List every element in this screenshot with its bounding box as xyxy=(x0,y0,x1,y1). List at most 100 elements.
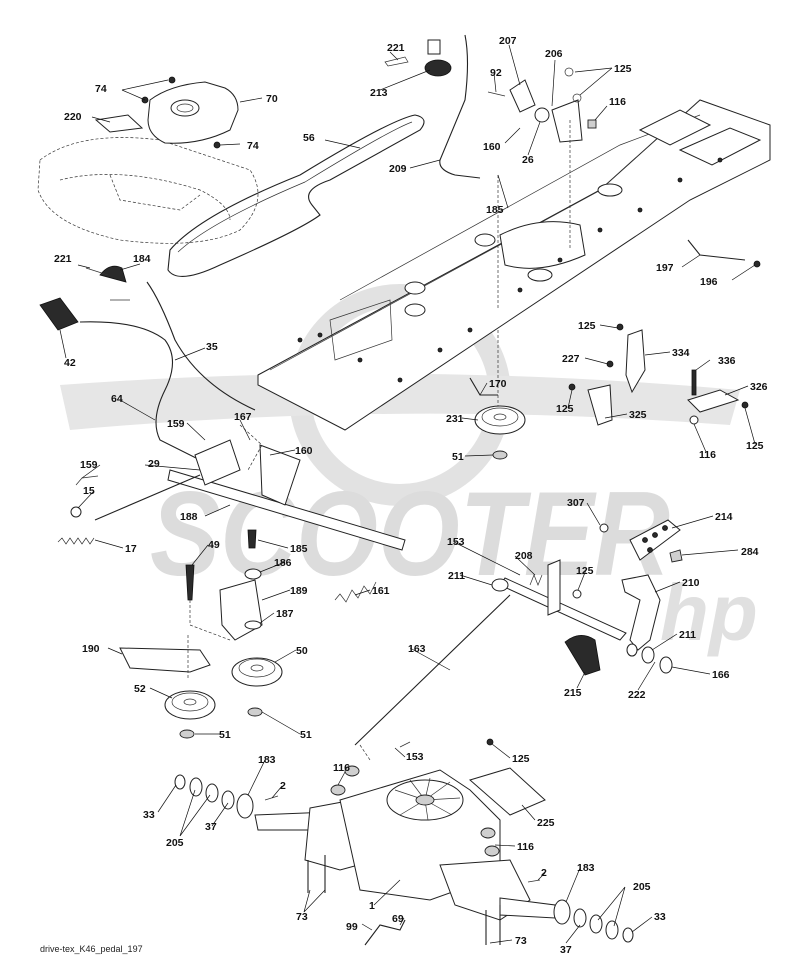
part-label-186: 186 xyxy=(274,557,292,569)
shaft-188 xyxy=(167,424,406,551)
part-label-73-b: 73 xyxy=(515,935,527,947)
part-label-99: 99 xyxy=(346,921,358,933)
part-label-51-a: 51 xyxy=(219,729,231,741)
part-label-52: 52 xyxy=(134,683,146,695)
pulley-231 xyxy=(469,377,526,460)
drawing-id-caption: drive-tex_K46_pedal_197 xyxy=(40,944,143,954)
part-label-159-a: 159 xyxy=(167,418,185,430)
leader-lines xyxy=(59,44,756,944)
part-label-190: 190 xyxy=(82,643,100,655)
lever-64 xyxy=(39,265,201,461)
part-label-185-mid: 185 xyxy=(290,543,308,555)
part-label-207: 207 xyxy=(499,35,517,47)
part-label-50: 50 xyxy=(296,645,308,657)
part-label-196: 196 xyxy=(700,276,718,288)
bracket-325 xyxy=(568,383,613,426)
part-label-211-a: 211 xyxy=(448,570,465,582)
part-label-153-low: 153 xyxy=(406,751,424,763)
part-label-221-top: 221 xyxy=(387,42,405,54)
part-label-51-b: 51 xyxy=(300,729,312,741)
part-label-227: 227 xyxy=(562,353,580,365)
cable-35 xyxy=(146,281,256,411)
part-label-125-top: 125 xyxy=(614,63,632,75)
part-label-187: 187 xyxy=(276,608,294,620)
bracket-334 xyxy=(606,323,646,394)
knob-213 xyxy=(384,39,452,77)
part-label-222: 222 xyxy=(628,689,646,701)
part-label-92: 92 xyxy=(490,67,502,79)
part-label-205-b: 205 xyxy=(633,881,651,893)
part-label-231: 231 xyxy=(446,413,464,425)
part-label-125-low: 125 xyxy=(512,753,530,765)
part-label-49: 49 xyxy=(208,539,220,551)
part-label-70: 70 xyxy=(266,93,278,105)
part-label-2-b: 2 xyxy=(541,867,547,879)
part-label-213: 213 xyxy=(370,87,388,99)
part-labels: 2212137470220745620792206125116160262091… xyxy=(54,35,768,956)
part-label-74-mid: 74 xyxy=(247,140,259,152)
part-label-64: 64 xyxy=(111,393,123,405)
part-label-17: 17 xyxy=(125,543,137,555)
part-label-208: 208 xyxy=(515,550,533,562)
part-label-336: 336 xyxy=(718,355,736,367)
watermark-text: SCOOTER xyxy=(150,467,670,601)
part-label-69: 69 xyxy=(392,913,404,925)
part-label-116-r: 116 xyxy=(699,449,716,461)
pedal-shaft-210 xyxy=(354,559,673,761)
part-label-183-a: 183 xyxy=(258,754,276,766)
part-label-284: 284 xyxy=(741,546,759,558)
main-frame xyxy=(257,99,771,431)
part-label-307: 307 xyxy=(567,497,585,509)
part-label-74-top: 74 xyxy=(95,83,107,95)
part-label-183-b: 183 xyxy=(577,862,595,874)
part-label-214: 214 xyxy=(715,511,733,523)
part-220 xyxy=(94,114,144,133)
part-label-116-low1: 116 xyxy=(333,762,350,774)
part-label-205-a: 205 xyxy=(166,837,184,849)
pedal-214 xyxy=(599,519,683,563)
part-label-125-r1: 125 xyxy=(578,320,596,332)
part-label-33-a: 33 xyxy=(143,809,155,821)
part-label-26: 26 xyxy=(522,154,534,166)
pulley-52 xyxy=(164,690,216,739)
part-label-125-c: 125 xyxy=(576,565,594,577)
part-label-2-a: 2 xyxy=(280,780,286,792)
transaxle xyxy=(174,738,634,946)
part-label-325: 325 xyxy=(629,409,647,421)
part-label-220: 220 xyxy=(64,111,82,123)
watermark-suffix: hp xyxy=(660,568,758,657)
part-label-37-b: 37 xyxy=(560,944,572,956)
part-label-166: 166 xyxy=(712,669,730,681)
part-label-326: 326 xyxy=(750,381,768,393)
part-label-159-b: 159 xyxy=(80,459,98,471)
part-label-211-b: 211 xyxy=(679,629,696,641)
drive-belt-56 xyxy=(167,114,425,277)
part-label-1: 1 xyxy=(369,900,375,912)
part-label-334: 334 xyxy=(672,347,690,359)
part-label-35: 35 xyxy=(206,341,218,353)
part-label-163: 163 xyxy=(408,643,426,655)
part-label-33-b: 33 xyxy=(654,911,666,923)
part-label-185-top: 185 xyxy=(486,204,504,216)
part-label-170: 170 xyxy=(489,378,507,390)
part-label-225: 225 xyxy=(537,817,555,829)
plate-225 xyxy=(468,767,546,816)
bracket-326 xyxy=(687,369,749,425)
part-label-153-top: 153 xyxy=(447,536,465,548)
part-label-189: 189 xyxy=(290,585,308,597)
part-label-161: 161 xyxy=(372,585,390,597)
grip-42 xyxy=(39,297,79,331)
part-label-209: 209 xyxy=(389,163,407,175)
part-label-37-a: 37 xyxy=(205,821,217,833)
part-label-184: 184 xyxy=(133,253,151,265)
fender-assembly xyxy=(37,76,259,244)
part-label-116-top: 116 xyxy=(609,96,626,108)
bracket-189 xyxy=(185,529,377,641)
part-label-116-low2: 116 xyxy=(517,841,534,853)
plate-190 xyxy=(119,635,211,680)
part-label-210: 210 xyxy=(682,577,700,589)
lever-209 xyxy=(439,34,597,179)
part-label-197: 197 xyxy=(656,262,674,274)
